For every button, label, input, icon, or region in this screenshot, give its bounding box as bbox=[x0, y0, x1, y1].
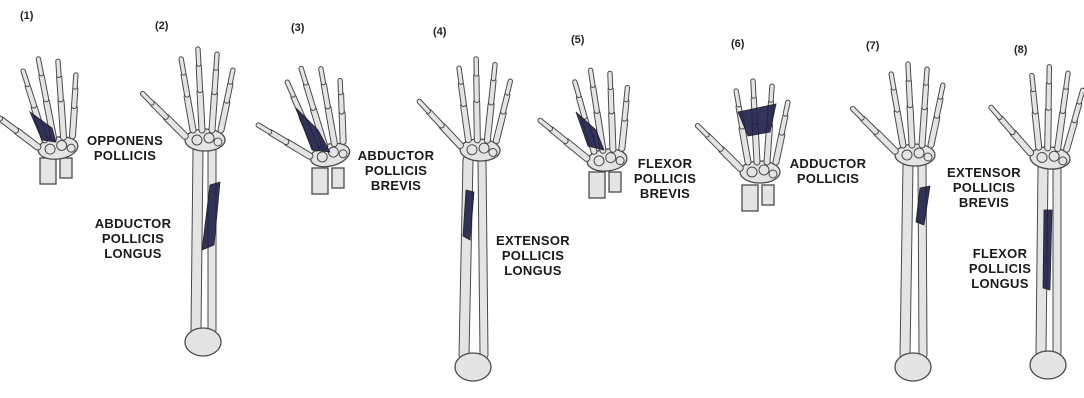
panel-7-arm bbox=[853, 64, 943, 381]
panel-2-number: (2) bbox=[155, 20, 168, 32]
panel-4-arm bbox=[417, 57, 511, 381]
panel-2-arm bbox=[143, 49, 233, 356]
panel-6-number: (6) bbox=[731, 38, 744, 50]
panel-3-number: (3) bbox=[291, 22, 304, 34]
panel-8-number: (8) bbox=[1014, 44, 1027, 56]
flexor-longus-muscle bbox=[1043, 210, 1052, 290]
panel-8-arm bbox=[987, 63, 1084, 379]
panel-7-number: (7) bbox=[866, 40, 879, 52]
panel-1-hand bbox=[0, 54, 87, 184]
panel-6-hand bbox=[698, 81, 788, 211]
panel-1-number: (1) bbox=[20, 10, 33, 22]
panel-5-hand bbox=[536, 67, 636, 198]
panel-4-number: (4) bbox=[433, 26, 446, 38]
panel-5-number: (5) bbox=[571, 34, 584, 46]
panel-3-hand bbox=[248, 60, 360, 194]
abductor-longus-muscle bbox=[202, 182, 220, 250]
